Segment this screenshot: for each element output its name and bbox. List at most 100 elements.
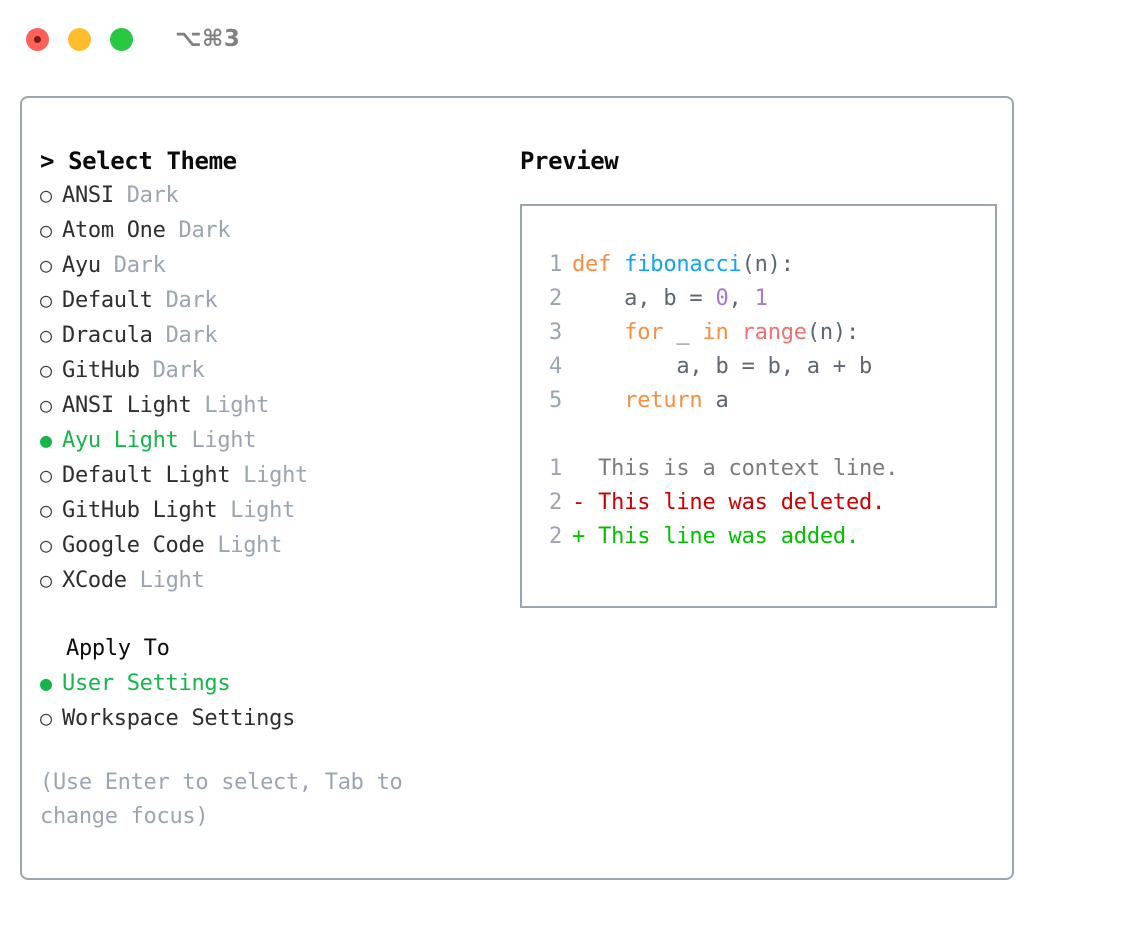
- apply-to-list: ● User Settings ○ Workspace Settings: [40, 666, 502, 736]
- theme-variant-badge: Dark: [152, 288, 218, 313]
- apply-to-title: Apply To: [66, 636, 170, 661]
- code-token: a: [702, 388, 729, 413]
- theme-option-google-code[interactable]: ○Google Code Light: [40, 528, 502, 563]
- page-title: > Select Theme: [40, 147, 237, 175]
- code-line: 3 for _ in range(n):: [536, 316, 995, 350]
- line-number: 1: [548, 252, 562, 277]
- theme-variant-badge: Dark: [113, 183, 179, 208]
- keyboard-shortcut-label: ⌥⌘3: [175, 26, 241, 52]
- line-number: 3: [548, 320, 562, 345]
- theme-option-dracula[interactable]: ○ Dracula Dark: [40, 318, 502, 353]
- radio-selected-icon: ●: [40, 671, 52, 695]
- theme-option-label: Ayu Light: [62, 428, 179, 453]
- code-token: in: [702, 320, 729, 345]
- theme-variant-badge: Dark: [139, 358, 205, 383]
- radio-unselected-icon: ○: [40, 358, 52, 382]
- theme-option-github[interactable]: ○ GitHub Dark: [40, 353, 502, 388]
- code-diff-gap: [536, 418, 995, 452]
- theme-option-label: Default: [62, 288, 153, 313]
- line-number: 1: [548, 456, 562, 481]
- code-line: 4 a, b = b, a + b: [536, 350, 995, 384]
- theme-option-label: ANSI: [62, 183, 114, 208]
- code-token: for: [624, 320, 664, 345]
- diff-marker: [572, 452, 598, 486]
- apply-to-option-user-settings[interactable]: ● User Settings: [40, 666, 502, 701]
- code-token: [572, 320, 624, 345]
- apply-to-option-workspace-settings[interactable]: ○ Workspace Settings: [40, 701, 502, 736]
- radio-unselected-icon: ○: [40, 706, 52, 730]
- code-line-content: a, b = b, a + b: [572, 350, 872, 384]
- code-token: fibonacci: [624, 252, 742, 277]
- diff-marker: +: [572, 524, 599, 549]
- diff-line-text: This line was deleted.: [598, 490, 886, 515]
- theme-variant-badge: Light: [217, 498, 296, 523]
- code-token: 0: [715, 286, 729, 311]
- line-number: 5: [548, 388, 562, 413]
- code-line: 1 def fibonacci(n):: [536, 248, 995, 282]
- theme-option-default-light[interactable]: ○Default Light Light: [40, 458, 502, 493]
- maximize-window-button[interactable]: [110, 27, 133, 51]
- theme-variant-badge: Light: [126, 568, 205, 593]
- theme-variant-badge: Dark: [100, 253, 166, 278]
- radio-unselected-icon: ○: [40, 498, 52, 522]
- radio-unselected-icon: ○: [40, 533, 52, 557]
- traffic-light-group: [26, 27, 133, 51]
- theme-variant-badge: Light: [191, 393, 270, 418]
- radio-unselected-icon: ○: [40, 183, 52, 207]
- apply-to-option-label: Workspace Settings: [62, 706, 296, 731]
- code-token: _: [663, 320, 703, 345]
- minimize-window-button[interactable]: [68, 27, 91, 51]
- theme-option-xcode[interactable]: ○XCode Light: [40, 563, 502, 598]
- keyboard-hint-text: (Use Enter to select, Tab to change focu…: [40, 770, 403, 829]
- code-token: ,: [728, 286, 755, 311]
- line-number: 4: [548, 354, 562, 379]
- code-token: a, b = b, a + b: [572, 354, 873, 379]
- diff-line-text: This is a context line.: [598, 456, 899, 481]
- code-line: 2 a, b = 0, 1: [536, 282, 995, 316]
- main-frame: > Select Theme ○ANSI Dark○Atom One Dark○…: [20, 96, 1014, 880]
- diff-line-text: This line was added.: [598, 524, 859, 549]
- code-line-content: for _ in range(n):: [572, 316, 859, 350]
- radio-unselected-icon: ○: [40, 393, 52, 417]
- code-token: range: [741, 320, 807, 345]
- line-number: 2: [548, 524, 562, 549]
- code-token: 1: [754, 286, 768, 311]
- theme-option-github-light[interactable]: ○GitHub Light Light: [40, 493, 502, 528]
- theme-selector-panel: > Select Theme ○ANSI Dark○Atom One Dark○…: [40, 144, 502, 834]
- theme-option-default[interactable]: ○ Default Dark: [40, 283, 502, 318]
- diff-sample: 1 This is a context line.2- This line wa…: [536, 452, 995, 554]
- title-bar: ⌥⌘3: [0, 0, 1140, 78]
- code-token: [729, 320, 742, 345]
- theme-option-ansi-light[interactable]: ○ ANSI Light Light: [40, 388, 502, 423]
- radio-unselected-icon: ○: [40, 218, 52, 242]
- radio-unselected-icon: ○: [40, 323, 52, 347]
- radio-unselected-icon: ○: [40, 288, 52, 312]
- theme-option-label: Default Light: [62, 463, 231, 488]
- line-number: 2: [548, 490, 562, 515]
- code-line-content: def fibonacci(n):: [572, 248, 794, 282]
- theme-variant-badge: Dark: [152, 323, 218, 348]
- theme-option-atom-one[interactable]: ○Atom One Dark: [40, 213, 502, 248]
- preview-title: Preview: [520, 147, 619, 175]
- apply-to-option-label: User Settings: [62, 671, 231, 696]
- content-columns: > Select Theme ○ANSI Dark○Atom One Dark○…: [22, 98, 1012, 834]
- theme-option-ayu[interactable]: ○Ayu Dark: [40, 248, 502, 283]
- diff-line: 1 This is a context line.: [536, 452, 995, 486]
- theme-option-label: Dracula: [62, 323, 153, 348]
- theme-option-label: GitHub: [62, 358, 140, 383]
- theme-option-ansi[interactable]: ○ ANSI Dark: [40, 178, 502, 213]
- theme-list: ○ANSI Dark○Atom One Dark○Ayu Dark○Defaul…: [40, 178, 502, 598]
- theme-option-ayu-light[interactable]: ●Ayu Light Light: [40, 423, 502, 458]
- theme-option-label: ANSI Light: [62, 393, 192, 418]
- code-token: (n):: [806, 320, 860, 345]
- line-number: 2: [548, 286, 562, 311]
- code-line: 5 return a: [536, 384, 995, 418]
- code-line-content: a, b = 0, 1: [572, 282, 768, 316]
- theme-option-label: Google Code: [62, 533, 205, 558]
- radio-selected-icon: ●: [40, 428, 52, 452]
- close-window-button[interactable]: [26, 27, 49, 51]
